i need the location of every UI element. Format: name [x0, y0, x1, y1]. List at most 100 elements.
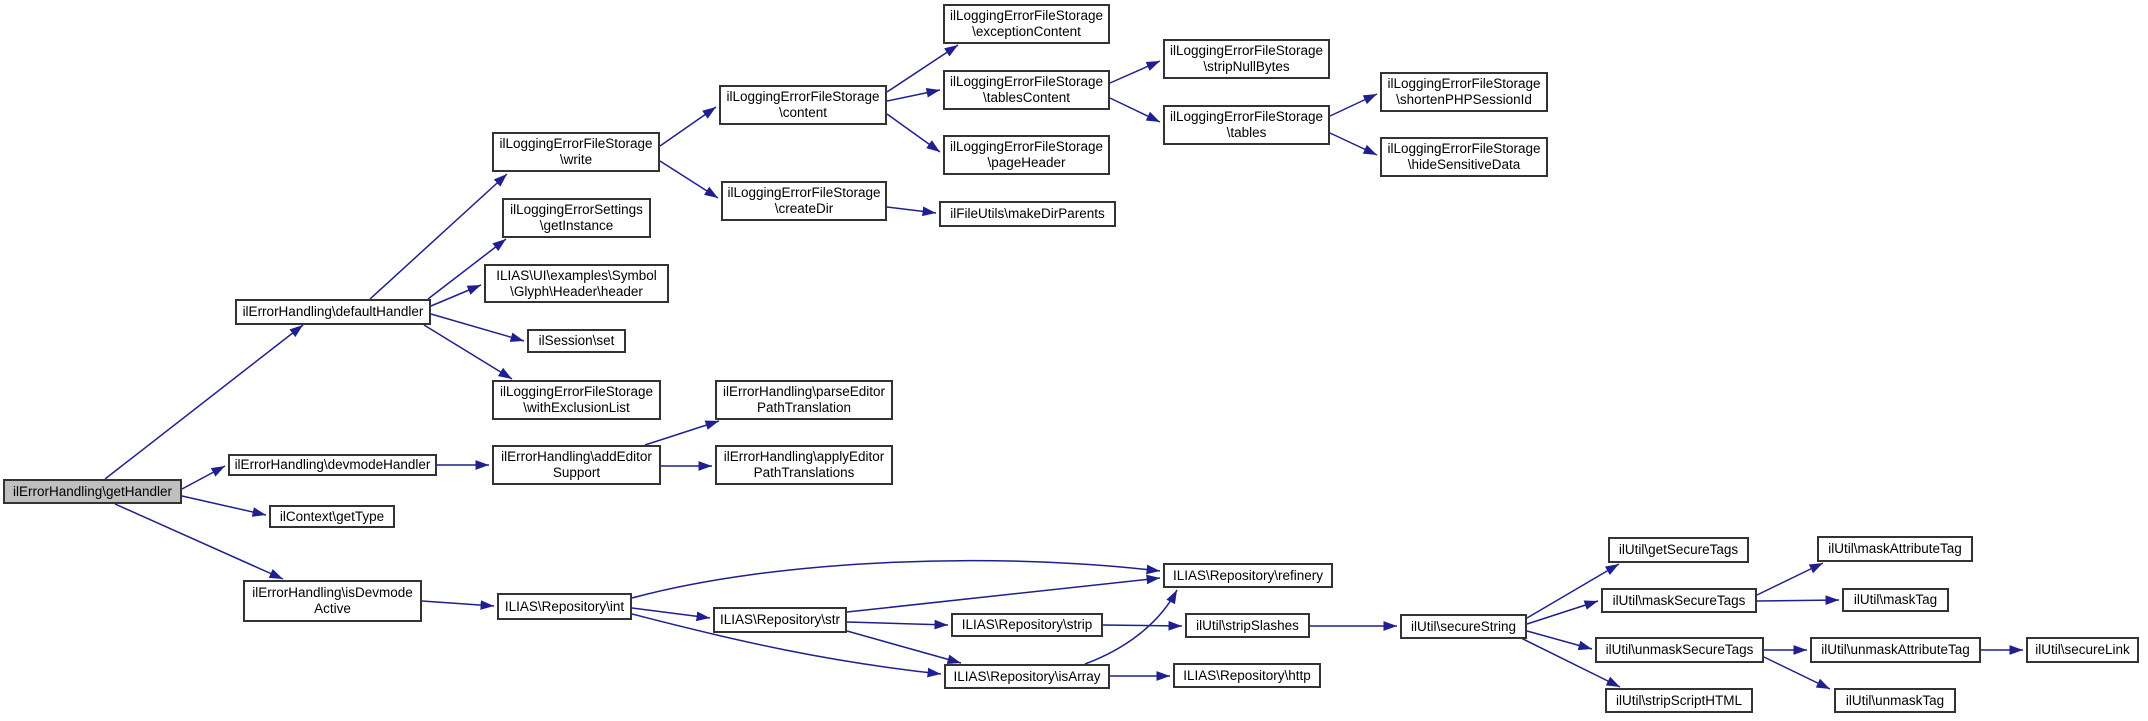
graph-node-label: ilUtil\unmaskAttributeTag	[1821, 642, 1970, 657]
graph-node-stripNullBytes[interactable]: ilLoggingErrorFileStorage\stripNullBytes	[1163, 39, 1330, 79]
graph-node-stripSlashes[interactable]: ilUtil\stripSlashes	[1185, 613, 1310, 638]
graph-node-devmodeHandler[interactable]: ilErrorHandling\devmodeHandler	[228, 454, 437, 476]
edge-str-refinery	[846, 574, 1161, 613]
edge-getHandler-getType	[181, 495, 267, 517]
graph-node-label: ILIAS\Repository\isArray	[953, 668, 1101, 684]
edge-int-isArray	[631, 613, 942, 678]
graph-node-label: ilLoggingErrorFileStorage	[727, 185, 881, 200]
graph-node-label: ilUtil\maskSecureTags	[1612, 592, 1746, 608]
graph-node-label: ilLoggingErrorFileStorage	[949, 8, 1104, 23]
graph-node-str[interactable]: ILIAS\Repository\str	[713, 607, 847, 633]
edge-tables-shortenPHPSessionId	[1329, 93, 1378, 117]
graph-node-label: ilErrorHandling\devmodeHandler	[234, 457, 431, 472]
graph-node-label: ILIAS\Repository\http	[1183, 667, 1311, 683]
graph-node-label: \shortenPHPSessionId	[1396, 92, 1532, 107]
edge-getHandler-isDevmodeActive	[114, 503, 284, 580]
graph-node-isArray[interactable]: ILIAS\Repository\isArray	[944, 664, 1110, 689]
edge-secureString-unmaskSecureTags	[1526, 630, 1593, 651]
graph-node-label: ILIAS\Repository\strip	[961, 617, 1093, 632]
graph-node-hideSensitiveData[interactable]: ilLoggingErrorFileStorage\hideSensitiveD…	[1380, 137, 1548, 177]
graph-node-label: \tables	[1226, 125, 1267, 140]
graph-node-defaultHandler[interactable]: ilErrorHandling\defaultHandler	[235, 299, 431, 325]
graph-node-label: ilLoggingErrorFileStorage	[1169, 109, 1324, 124]
graph-node-tables[interactable]: ilLoggingErrorFileStorage\tables	[1163, 105, 1330, 145]
edge-maskSecureTags-maskAttributeTag	[1756, 562, 1824, 596]
edge-defaultHandler-getInstance	[427, 238, 507, 300]
graph-node-getType[interactable]: ilContext\getType	[269, 505, 395, 528]
edge-defaultHandler-sessionSet	[430, 313, 525, 342]
graph-node-label: ilErrorHandling\addEditor	[501, 449, 652, 464]
edge-maskSecureTags-maskTag	[1756, 595, 1840, 606]
graph-node-label: ILIAS\UI\examples\Symbol	[496, 267, 657, 283]
graph-node-pageHeader[interactable]: ilLoggingErrorFileStorage\pageHeader	[943, 135, 1110, 175]
graph-node-label: ilUtil\secureLink	[2035, 642, 2130, 657]
edge-secureString-maskSecureTags	[1526, 600, 1599, 625]
graph-node-label: ilLoggingErrorFileStorage	[1387, 141, 1541, 156]
graph-node-makeDirParents[interactable]: ilFileUtils\makeDirParents	[939, 201, 1116, 227]
graph-node-maskSecureTags[interactable]: ilUtil\maskSecureTags	[1601, 588, 1757, 613]
graph-node-unmaskAttributeTag[interactable]: ilUtil\unmaskAttributeTag	[1810, 637, 1981, 663]
graph-node-label: ilLoggingErrorFileStorage	[949, 74, 1104, 89]
graph-node-label: ilUtil\maskAttributeTag	[1828, 541, 1962, 556]
graph-node-label: ilLoggingErrorFileStorage	[1169, 43, 1324, 58]
edge-content-tablesContent	[886, 87, 941, 102]
edge-getHandler-devmodeHandler	[181, 465, 226, 490]
graph-node-int[interactable]: ILIAS\Repository\int	[497, 593, 632, 620]
graph-node-secureString[interactable]: ilUtil\secureString	[1400, 614, 1527, 639]
graph-node-label: ilErrorHandling\defaultHandler	[242, 304, 424, 319]
graph-node-label: ilErrorHandling\getHandler	[12, 483, 173, 499]
graph-node-content[interactable]: ilLoggingErrorFileStorage\content	[719, 85, 887, 125]
graph-node-label: ilErrorHandling\isDevmode	[252, 585, 413, 600]
graph-node-label: PathTranslations	[753, 465, 855, 480]
graph-node-shortenPHPSessionId[interactable]: ilLoggingErrorFileStorage\shortenPHPSess…	[1380, 72, 1548, 112]
edge-createDir-makeDirParents	[886, 206, 937, 217]
graph-node-label: ilUtil\unmaskTag	[1845, 692, 1945, 708]
graph-node-maskAttributeTag[interactable]: ilUtil\maskAttributeTag	[1817, 536, 1973, 562]
graph-node-label: ilLoggingErrorFileStorage	[499, 384, 654, 399]
graph-node-label: ilErrorHandling\parseEditor	[722, 384, 886, 399]
edge-isDevmodeActive-int	[421, 600, 495, 610]
graph-node-exceptionContent[interactable]: ilLoggingErrorFileStorage\exceptionConte…	[943, 4, 1110, 44]
edge-secureString-getSecureTags	[1526, 563, 1620, 619]
graph-node-unmaskTag[interactable]: ilUtil\unmaskTag	[1834, 688, 1956, 713]
graph-node-secureLink[interactable]: ilUtil\secureLink	[2026, 637, 2139, 663]
graph-node-createDir[interactable]: ilLoggingErrorFileStorage\createDir	[721, 181, 887, 221]
graph-node-http[interactable]: ILIAS\Repository\http	[1173, 663, 1321, 688]
graph-node-unmaskSecureTags[interactable]: ilUtil\unmaskSecureTags	[1595, 637, 1764, 663]
graph-node-label: \Glyph\Header\header	[510, 283, 643, 299]
graph-node-tablesContent[interactable]: ilLoggingErrorFileStorage\tablesContent	[943, 70, 1110, 110]
graph-node-getSecureTags[interactable]: ilUtil\getSecureTags	[1608, 537, 1749, 563]
graph-node-label: ilLoggingErrorFileStorage	[499, 136, 653, 151]
graph-node-label: \exceptionContent	[972, 24, 1081, 39]
graph-node-getInstance[interactable]: ilLoggingErrorSettings\getInstance	[502, 198, 651, 238]
graph-node-withExclusionList[interactable]: ilLoggingErrorFileStorage\withExclusionL…	[492, 380, 661, 420]
edge-addEditorSupport-parseEditor	[644, 420, 720, 446]
edge-str-isArray	[846, 630, 962, 665]
graph-node-refinery[interactable]: ILIAS\Repository\refinery	[1163, 563, 1333, 588]
edge-int-str	[631, 607, 711, 622]
graph-node-label: \write	[559, 152, 593, 167]
graph-node-uiHeader[interactable]: ILIAS\UI\examples\Symbol\Glyph\Header\he…	[484, 264, 669, 303]
graph-node-label: \pageHeader	[987, 155, 1066, 170]
graph-node-strip[interactable]: ILIAS\Repository\strip	[951, 613, 1103, 637]
graph-node-label: ilErrorHandling\applyEditor	[723, 449, 885, 464]
graph-node-sessionSet[interactable]: ilSession\set	[527, 329, 626, 353]
graph-node-label: ilUtil\unmaskSecureTags	[1605, 642, 1754, 657]
graph-node-maskTag[interactable]: ilUtil\maskTag	[1842, 588, 1949, 612]
edge-tablesContent-stripNullBytes	[1109, 60, 1161, 84]
edge-tables-hideSensitiveData	[1329, 132, 1378, 156]
edge-content-exceptionContent	[886, 44, 959, 93]
graph-node-write[interactable]: ilLoggingErrorFileStorage\write	[492, 132, 660, 172]
graph-node-label: ilLoggingErrorFileStorage	[949, 139, 1104, 154]
edge-isArray-refinery	[1084, 589, 1178, 665]
edge-getHandler-defaultHandler	[104, 324, 304, 480]
graph-node-label: ilLoggingErrorSettings	[510, 202, 643, 217]
graph-node-label: PathTranslation	[756, 400, 852, 415]
graph-node-stripScriptHTML[interactable]: ilUtil\stripScriptHTML	[1605, 688, 1753, 713]
graph-node-label: \hideSensitiveData	[1407, 157, 1521, 172]
